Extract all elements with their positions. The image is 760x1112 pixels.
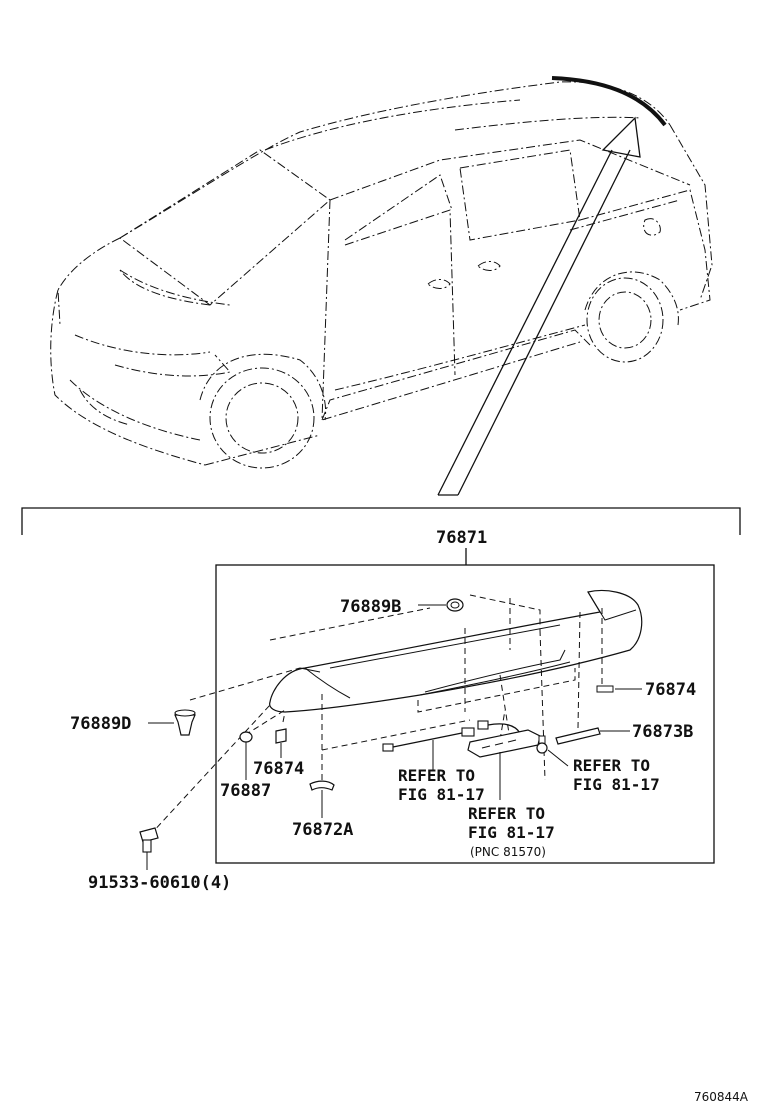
grommet-76889B	[418, 598, 464, 612]
pad-76872A	[309, 780, 335, 818]
pad-76874-right	[596, 685, 642, 693]
ref3-line1: REFER TO	[573, 756, 650, 775]
callout-arrow	[437, 116, 641, 496]
vehicle-illustration	[50, 81, 713, 469]
assembly-box	[215, 564, 715, 864]
label-76889B: 76889B	[340, 597, 401, 617]
pad-76874-left	[275, 728, 287, 758]
construction-lines	[149, 594, 603, 836]
clip-76889D	[148, 709, 196, 736]
rear-spoiler-part	[269, 589, 643, 713]
figure-code: 760844A	[694, 1090, 749, 1104]
ref2-line1: REFER TO	[468, 804, 545, 823]
label-76874-right: 76874	[645, 680, 696, 700]
label-76872A: 76872A	[292, 820, 353, 840]
washer-76887	[239, 731, 253, 780]
ref3-line2: FIG 81-17	[573, 775, 660, 794]
screw-91533	[139, 827, 159, 870]
label-76887: 76887	[220, 781, 271, 801]
ref2-note: (PNC 81570)	[470, 845, 546, 859]
ref2-line2: FIG 81-17	[468, 823, 555, 842]
label-91533: 91533-60610(4)	[88, 873, 231, 893]
label-76873B: 76873B	[632, 722, 693, 742]
roof-spoiler-highlight	[551, 76, 667, 127]
lamp-screw	[536, 735, 569, 767]
label-76871: 76871	[436, 528, 487, 548]
stop-lamp-assembly	[467, 720, 541, 800]
label-76874-left: 76874	[253, 759, 304, 779]
ref1-line1: REFER TO	[398, 766, 475, 785]
label-76889D: 76889D	[70, 714, 131, 734]
wire-harness-left	[382, 727, 475, 770]
ref1-line2: FIG 81-17	[398, 785, 485, 804]
assembly-bracket	[21, 507, 741, 565]
strip-76873B	[555, 727, 630, 745]
